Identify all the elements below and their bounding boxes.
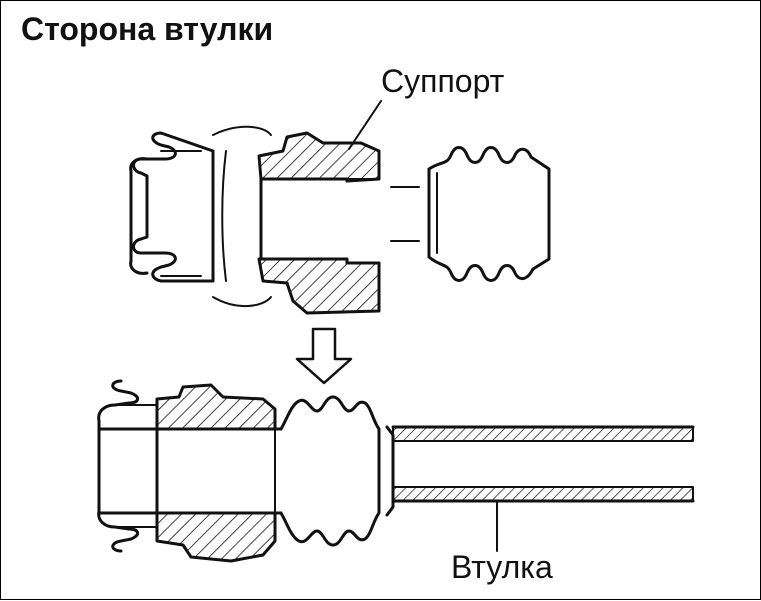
left-boot — [129, 131, 215, 283]
down-arrow — [295, 327, 353, 385]
caliper-leader — [348, 100, 382, 150]
bushing-sleeve — [385, 425, 695, 517]
bushing-label: Втулка — [451, 549, 553, 585]
right-boot-bellows — [427, 146, 551, 282]
assembled-bellows — [279, 395, 381, 547]
exploded-view — [129, 100, 551, 385]
caliper-body — [257, 131, 381, 315]
assembled-caliper-body — [97, 383, 283, 563]
caliper-label: Суппорт — [381, 63, 505, 99]
guide-arc-side — [221, 150, 227, 282]
assembled-left-boot — [97, 379, 158, 553]
guide-arc-top — [212, 125, 272, 136]
diagram-title: Сторона втулки — [21, 11, 274, 47]
guide-arc-bottom — [212, 296, 272, 308]
assembled-view — [97, 379, 695, 563]
